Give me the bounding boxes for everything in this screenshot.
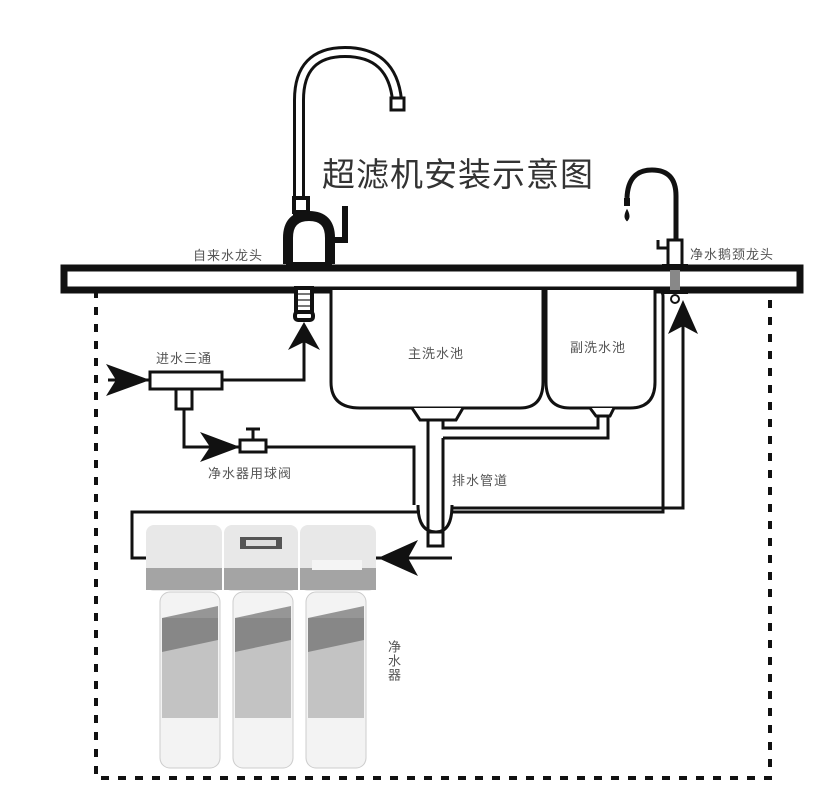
label-purifier: 净水器: [385, 640, 400, 682]
main-sink: [329, 290, 545, 422]
filter-cartridge-1: [159, 591, 221, 769]
arrow-to-tap: [288, 322, 320, 350]
cabinet-outline: [94, 290, 772, 780]
arrow-to-valve: [200, 432, 240, 462]
arrow-to-purifier: [378, 540, 418, 576]
label-inlet-tee: 进水三通: [156, 352, 213, 367]
arrow-to-gooseneck: [668, 300, 698, 334]
gooseneck-faucet-icon: [624, 167, 688, 304]
secondary-sink: [544, 290, 657, 418]
label-tap-faucet: 自来水龙头: [193, 249, 264, 264]
label-secondary-sink: 副洗水池: [570, 341, 627, 356]
page-title: 超滤机安装示意图: [322, 155, 594, 194]
arrow-inlet: [106, 364, 150, 396]
filter-cartridge-2: [232, 591, 294, 769]
label-main-sink: 主洗水池: [408, 347, 465, 362]
countertop: [60, 264, 804, 294]
tap-faucet-icon: [283, 45, 406, 322]
filter-cartridge-3: [305, 591, 367, 769]
label-gooseneck-faucet: 净水鹅颈龙头: [690, 248, 775, 263]
water-purifier-icon: [146, 525, 376, 769]
flow-arrows: [106, 300, 698, 576]
label-ball-valve: 净水器用球阀: [208, 467, 293, 482]
purifier-housing: [146, 525, 376, 591]
drain-pipe: [416, 416, 610, 548]
label-drain-pipe: 排水管道: [452, 474, 509, 489]
